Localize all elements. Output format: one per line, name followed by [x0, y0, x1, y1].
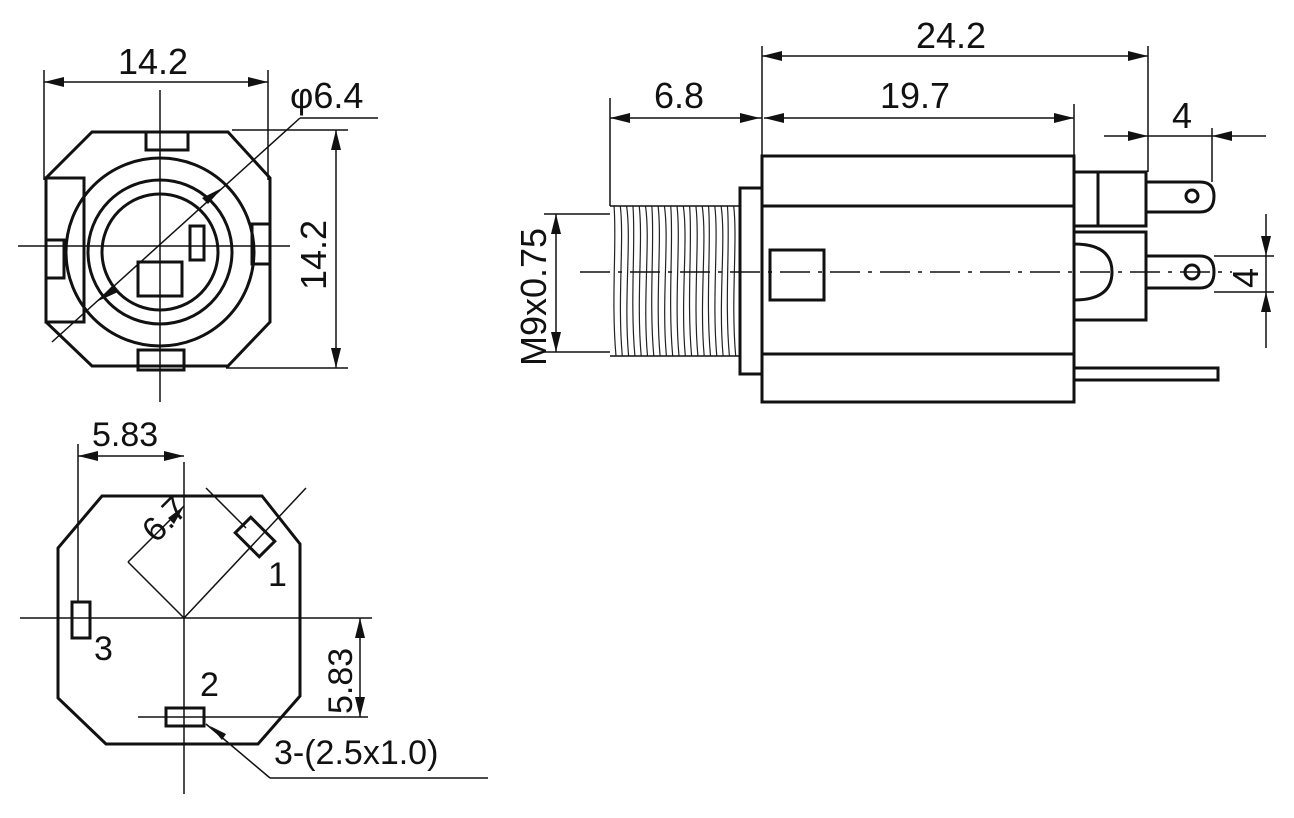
radial-arrow — [168, 506, 184, 524]
front-height-arrow-b — [331, 348, 341, 368]
terminal-spacing-dim: 4 — [1225, 268, 1266, 288]
diameter-leader — [51, 117, 301, 343]
thread-line — [644, 205, 649, 357]
side-view: M9x0.75 24.2 6.8 19.7 4 4 — [513, 15, 1274, 404]
thread-line — [720, 205, 724, 357]
thread-line — [688, 205, 693, 357]
overall-arrow-r — [1128, 51, 1148, 61]
thread-line — [676, 205, 680, 357]
diag-line-d — [205, 487, 247, 529]
y-offset-dim: 5.83 — [322, 648, 360, 714]
term-space-arrow-t — [1261, 236, 1271, 256]
body-length-dim: 19.7 — [880, 75, 950, 116]
flange — [738, 186, 764, 376]
main-body — [760, 154, 1076, 404]
slot-arrow — [210, 726, 226, 740]
diameter-arrow-b — [96, 286, 118, 302]
term-width-arrow-l — [1128, 131, 1148, 141]
thread-line — [632, 205, 636, 357]
front-width-dim: 14.2 — [118, 41, 188, 82]
front-height-dim: 14.2 — [293, 220, 334, 290]
bottom-body-outline — [56, 494, 302, 746]
thread-line — [613, 205, 617, 357]
term-width-arrow-r — [1212, 131, 1232, 141]
terminal-bottom — [1072, 366, 1220, 382]
terminal-top-hole — [1184, 188, 1200, 204]
terminal-arch — [1072, 230, 1148, 322]
diameter-arrow-a — [202, 188, 222, 204]
thread-length-dim: 6.8 — [654, 75, 704, 116]
thread-line — [638, 205, 642, 357]
front-tab-right — [250, 222, 272, 266]
front-tab-top — [144, 130, 190, 152]
thread-line — [701, 205, 705, 357]
terminal-width-dim: 4 — [1172, 95, 1192, 136]
pin-1-label: 1 — [268, 556, 287, 594]
front-body-outline — [44, 130, 272, 368]
thread-line — [651, 205, 655, 357]
thread-len-arrow-l — [610, 113, 630, 123]
thread-line — [707, 205, 712, 357]
center-pin — [768, 248, 826, 302]
thread-line — [682, 205, 686, 357]
diag-line-b — [127, 561, 185, 619]
thread-line — [726, 205, 730, 357]
terminal-mid — [1144, 254, 1216, 290]
pin-2-label: 2 — [200, 666, 219, 704]
diag-line-a — [183, 487, 307, 619]
front-width-arrow-l — [44, 77, 64, 87]
thread-len-arrow-r — [740, 113, 760, 123]
thread-line — [657, 205, 661, 357]
front-height-arrow-t — [331, 130, 341, 150]
thread-line — [626, 205, 630, 357]
slot-spec: 3-(2.5x1.0) — [274, 734, 438, 772]
overall-length-dim: 24.2 — [916, 15, 986, 56]
x-offset-arrow-r — [164, 451, 184, 461]
front-view: φ6.4 14.2 14.2 — [18, 41, 378, 402]
x-offset-dim: 5.83 — [92, 416, 158, 454]
y-offset-arrow-t — [355, 618, 365, 638]
pin-3-slot — [70, 600, 92, 640]
pin-1-slot — [233, 515, 277, 559]
front-tab-left — [44, 238, 66, 280]
thread-line — [733, 205, 737, 357]
front-width-arrow-r — [248, 77, 268, 87]
body-len-arrow-r — [1054, 113, 1074, 123]
thread-line — [663, 205, 667, 357]
bottom-view: 6.7 1 3 2 3-(2.5x1.0) 5.83 5.83 — [20, 416, 488, 794]
thread-arrow-b — [551, 332, 561, 352]
thread-arrow-t — [551, 214, 561, 234]
term-space-arrow-b — [1261, 292, 1271, 312]
thread-line — [670, 205, 674, 357]
thread-region — [613, 205, 737, 357]
x-offset-arrow-l — [78, 451, 98, 461]
thread-line — [714, 205, 718, 357]
rear-frame — [1072, 170, 1148, 228]
terminal-top — [1144, 180, 1216, 214]
terminal-mid-hole — [1183, 263, 1201, 281]
radial-dim: 6.7 — [135, 489, 195, 549]
thread-line — [619, 205, 623, 357]
overall-arrow-l — [762, 51, 782, 61]
diameter-dim: φ6.4 — [290, 75, 363, 116]
thread-line — [695, 205, 699, 357]
thread-spec: M9x0.75 — [513, 228, 554, 366]
y-offset-arrow-b — [355, 697, 365, 717]
front-inner-outline — [44, 176, 86, 324]
body-len-arrow-l — [764, 113, 784, 123]
front-contact-side — [188, 224, 206, 262]
front-tab-bottom — [136, 348, 186, 372]
pin-3-label: 3 — [94, 630, 113, 668]
